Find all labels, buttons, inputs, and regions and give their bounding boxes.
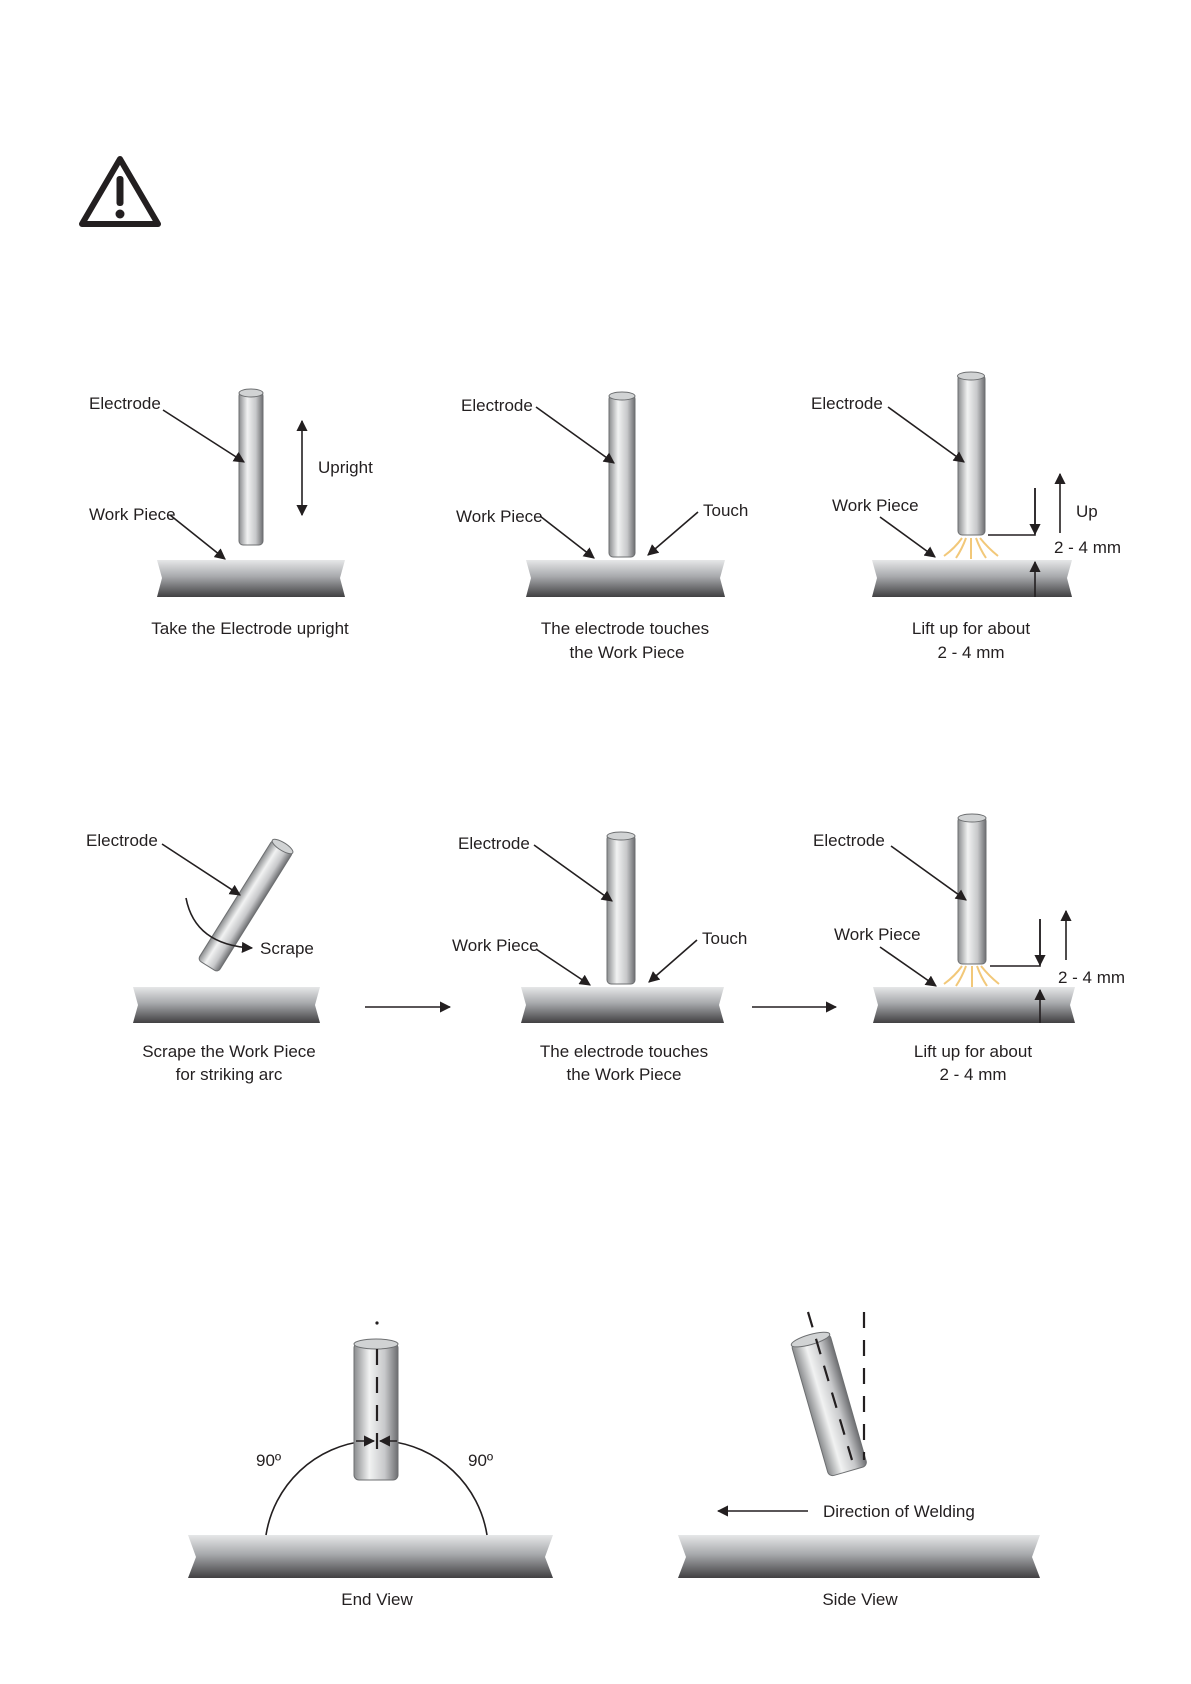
caption-line-1: Lift up for about [912, 619, 1030, 638]
angle-left-label: 90º [256, 1451, 281, 1470]
electrode-label: Electrode [89, 394, 161, 413]
caption-line-1: Scrape the Work Piece [142, 1042, 316, 1061]
electrode-label: Electrode [458, 834, 530, 853]
gap-guide [988, 488, 1036, 536]
caption-line-2: 2 - 4 mm [939, 1065, 1006, 1084]
centerline-dot [375, 1321, 379, 1325]
work-piece-pointer [169, 514, 226, 560]
caption-line-2: the Work Piece [570, 643, 685, 662]
electrode-pointer [161, 843, 241, 896]
caption-line-2: for striking arc [176, 1065, 283, 1084]
row1-panel2: Electrode Work Piece Touch The electrode… [456, 391, 748, 662]
gap-label: 2 - 4 mm [1058, 968, 1125, 987]
row2-panel1: Electrode Scrape Scrape the Work Piece f… [86, 831, 320, 1084]
electrode-pointer [535, 406, 615, 464]
touch-label: Touch [703, 501, 748, 520]
work-piece-label: Work Piece [832, 496, 919, 515]
caption-line-1: The electrode touches [540, 1042, 708, 1061]
end-view: 90º 90º End View [188, 1321, 553, 1609]
row1-panel3: Electrode Work Piece Up 2 - 4 mm Lift up… [811, 371, 1121, 662]
caption: Take the Electrode upright [151, 619, 349, 638]
touch-label: Touch [702, 929, 747, 948]
electrode-label: Electrode [86, 831, 158, 850]
caption: End View [341, 1590, 413, 1609]
caption: Side View [822, 1590, 898, 1609]
electrode-rod [606, 831, 636, 985]
caption-line-1: The electrode touches [541, 619, 709, 638]
row1-panel1: Electrode Upright Work Piece Take the El… [89, 388, 373, 638]
electrode-pointer [162, 409, 245, 463]
work-piece-plate [133, 987, 320, 1023]
angle-right-label: 90º [468, 1451, 493, 1470]
up-label: Up [1076, 502, 1098, 521]
electrode-rod [790, 1331, 867, 1477]
electrode-rod [957, 371, 986, 536]
gap-guide [990, 919, 1041, 967]
work-piece-plate [678, 1535, 1040, 1578]
electrode-rod [957, 813, 987, 965]
work-piece-plate [521, 987, 724, 1023]
electrode-pointer [890, 845, 967, 901]
side-view: Direction of Welding Side View [678, 1311, 1040, 1609]
direction-label: Direction of Welding [823, 1502, 975, 1521]
caption-line-2: 2 - 4 mm [937, 643, 1004, 662]
row2-panel2: Electrode Work Piece Touch The electrode… [452, 831, 747, 1084]
electrode-rod [238, 388, 264, 546]
work-piece-plate [873, 987, 1075, 1023]
work-piece-label: Work Piece [452, 936, 539, 955]
work-piece-label: Work Piece [456, 507, 543, 526]
electrode-pointer [887, 406, 965, 463]
work-piece-label: Work Piece [89, 505, 176, 524]
upright-label: Upright [318, 458, 373, 477]
electrode-pointer [533, 844, 613, 902]
work-piece-label: Work Piece [834, 925, 921, 944]
work-piece-pointer [879, 946, 937, 987]
work-piece-plate [188, 1535, 553, 1578]
caption-line-1: Lift up for about [914, 1042, 1032, 1061]
work-piece-pointer [539, 515, 595, 559]
row2-panel3: Electrode Work Piece 2 - 4 mm Lift up fo… [813, 813, 1125, 1084]
electrode-rod [608, 391, 636, 558]
electrode-label: Electrode [813, 831, 885, 850]
arc-sparks-icon [943, 537, 999, 559]
electrode-rod [198, 838, 294, 972]
right-angle-arc [386, 1440, 488, 1536]
electrode-label: Electrode [811, 394, 883, 413]
touch-pointer [648, 939, 698, 983]
scrape-arrow [185, 897, 254, 954]
caption-line-2: the Work Piece [567, 1065, 682, 1084]
electrode-label: Electrode [461, 396, 533, 415]
touch-pointer [647, 511, 699, 556]
warning-triangle-icon [79, 156, 161, 227]
left-angle-arc [265, 1440, 367, 1536]
work-piece-pointer [535, 948, 591, 986]
work-piece-plate [526, 560, 725, 597]
scrape-label: Scrape [260, 939, 314, 958]
work-piece-pointer [879, 516, 936, 558]
arc-sparks-icon [943, 965, 1000, 987]
work-piece-plate [872, 560, 1072, 597]
gap-label: 2 - 4 mm [1054, 538, 1121, 557]
work-piece-plate [157, 560, 345, 597]
